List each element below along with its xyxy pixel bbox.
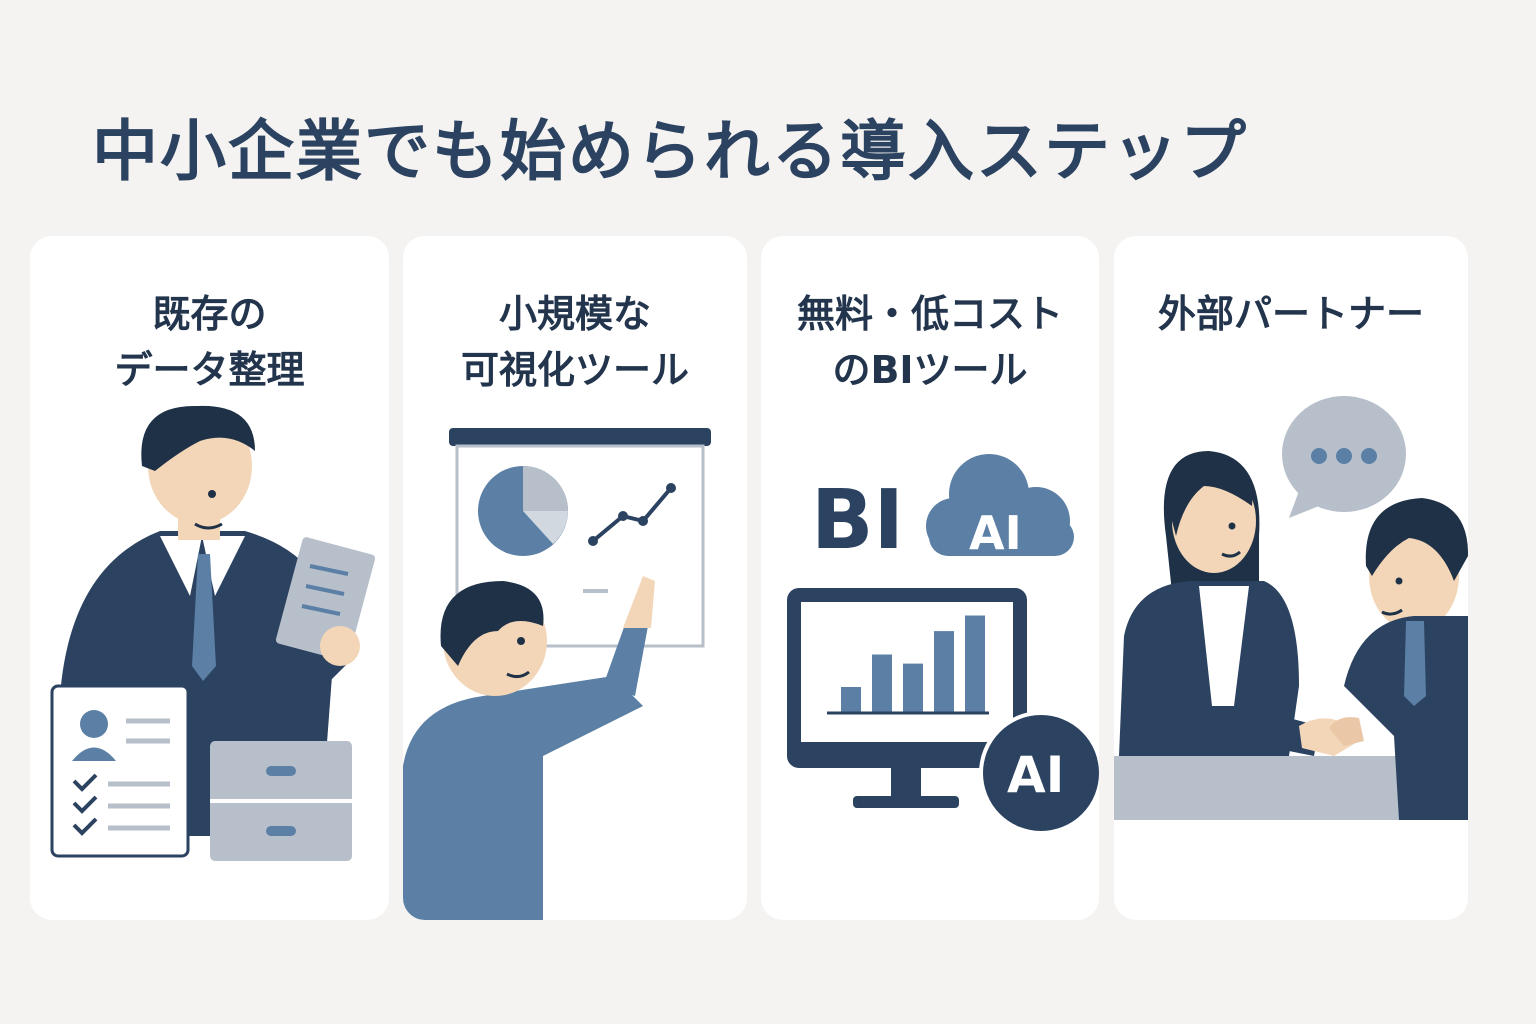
bar-1 [841,687,861,713]
step-card-visualization-tool: 小規模な 可視化ツール [403,236,747,920]
bi-monitor-icon: BI AI AI [787,454,1099,835]
step-label: 既存の データ整理 [114,292,305,392]
step-label: 無料・低コスト のBIツール [796,292,1063,392]
handshake-icon [1114,396,1468,820]
cloud-icon: AI [926,454,1074,560]
bar-3 [903,663,923,713]
chart-presentation-icon [403,428,711,920]
bar-4 [934,631,954,713]
bar-chart [841,615,985,713]
bar-5 [965,615,985,713]
speech-bubble-icon [1282,396,1406,518]
page-title: 中小企業でも始められる導入ステップ [92,113,1248,190]
ai-badge-label: AI [1007,746,1064,804]
step-card-data-organization: 既存の データ整理 [30,236,389,920]
employee-documents-icon [50,405,376,861]
bi-label: BI [811,473,904,568]
step-card-external-partner: 外部パートナー [1114,236,1468,920]
step-card-bi-tool: 無料・低コスト のBIツール BI AI AI [761,236,1099,920]
step-label: 外部パートナー [1157,292,1424,336]
bar-2 [872,654,892,713]
step-label: 小規模な 可視化ツール [460,292,689,392]
cloud-label: AI [969,506,1022,560]
